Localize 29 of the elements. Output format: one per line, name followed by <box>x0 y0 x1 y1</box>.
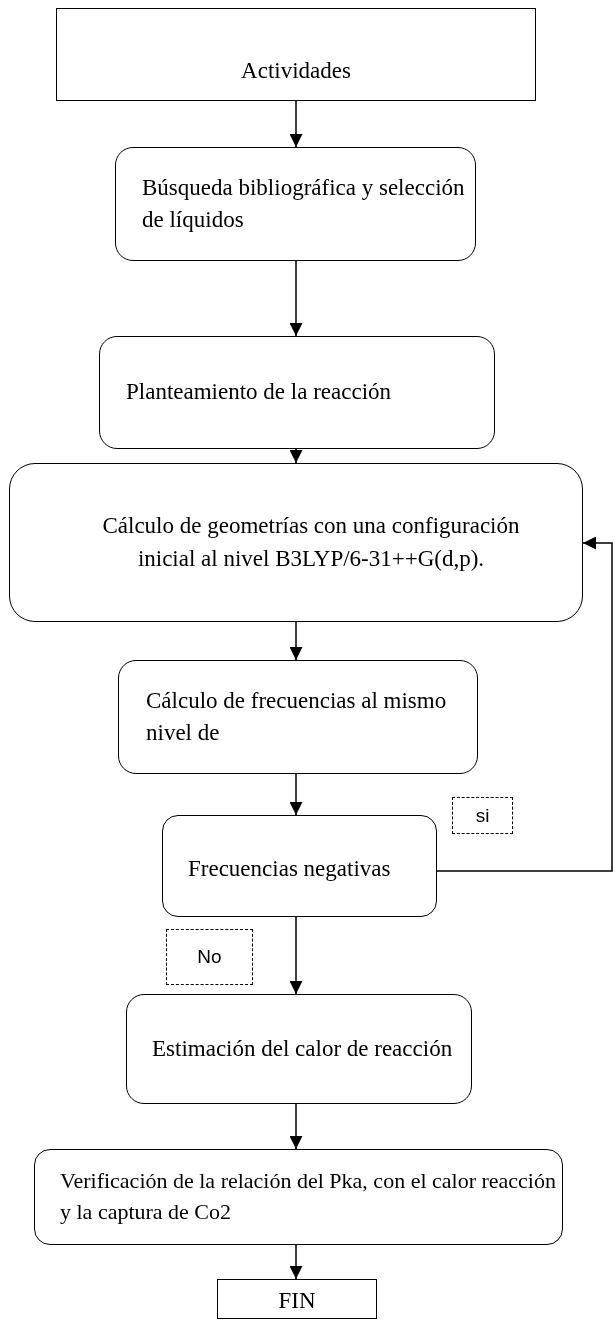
step-text: Cálculo de frecuencias al mismo nivel de <box>146 686 448 747</box>
step-text: FIN <box>277 1286 317 1315</box>
step-text: Estimación del calor de reacción <box>152 1034 454 1063</box>
process-box <box>9 463 583 622</box>
arrow <box>289 100 303 148</box>
arrow <box>289 260 303 337</box>
arrow <box>436 536 613 872</box>
arrow <box>289 1244 303 1280</box>
arrow <box>289 773 303 816</box>
arrow <box>289 916 303 995</box>
process-box <box>34 1149 563 1245</box>
step-text: Búsqueda bibliográfica y selección de líquidos <box>142 173 465 234</box>
step-text: Cálculo de geometrías con una configuración inicial al nivel B3LYP/6-31++G(d,p). <box>101 512 521 573</box>
process-box <box>115 147 476 261</box>
process-box <box>162 815 437 917</box>
edge-label: si <box>452 797 513 834</box>
process-box <box>118 660 478 774</box>
arrow <box>289 448 303 464</box>
process-box <box>99 336 495 449</box>
step-text: Planteamiento de la reacción <box>126 378 393 407</box>
terminal-box <box>56 8 536 101</box>
step-text: Frecuencias negativas <box>188 854 392 883</box>
arrow <box>289 621 303 661</box>
step-text: Actividades <box>240 57 352 86</box>
terminal-box <box>217 1279 377 1319</box>
arrow <box>289 1103 303 1150</box>
process-box <box>126 994 472 1104</box>
edge-label: No <box>166 929 253 985</box>
step-text: Verificación de la relación del Pka, con el calor reacción y la captura de Co2 <box>60 1167 556 1226</box>
